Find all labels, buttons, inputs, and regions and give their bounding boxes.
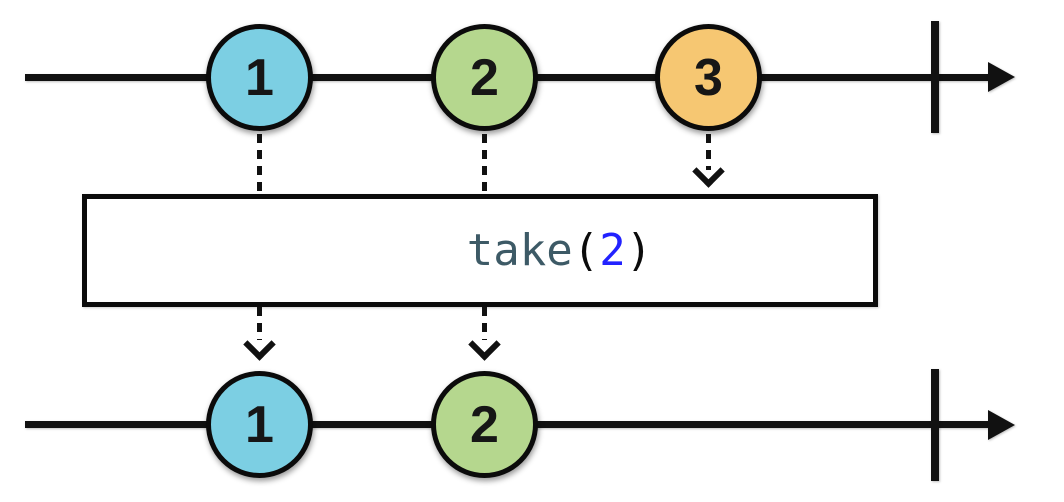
input-marble-1: 1 [206,24,313,131]
output-complete-bar [931,369,939,481]
output-marble-1: 1 [206,371,313,478]
input-marble-3-label: 3 [694,48,723,107]
connector-marble-2-to-box [482,134,487,194]
operator-function-name: take [466,225,573,276]
input-marble-2: 2 [431,24,538,131]
connector-marble-3-to-box [706,134,711,170]
connector-output-1-arrowhead-down-icon [243,328,276,361]
operator-close-paren: ) [625,225,653,276]
connector-marble-1-to-box [257,134,262,194]
output-marble-1-label: 1 [245,395,274,454]
operator-label: take(2) [308,174,652,327]
operator-open-paren: ( [572,225,600,276]
operator-box: take(2) [82,194,878,307]
input-marble-1-label: 1 [245,48,274,107]
output-timeline-arrowhead-icon [988,410,1015,440]
connector-box-to-output-1 [257,307,262,340]
connector-marble-3-arrowhead-down-icon [692,155,725,188]
input-marble-2-label: 2 [470,48,499,107]
connector-box-to-output-2 [482,307,487,340]
output-marble-2-label: 2 [470,395,499,454]
input-complete-bar [931,21,939,133]
output-marble-2: 2 [431,371,538,478]
connector-output-2-arrowhead-down-icon [468,328,501,361]
input-timeline-arrowhead-icon [988,62,1015,92]
operator-argument: 2 [599,225,626,276]
input-marble-3: 3 [655,24,762,131]
